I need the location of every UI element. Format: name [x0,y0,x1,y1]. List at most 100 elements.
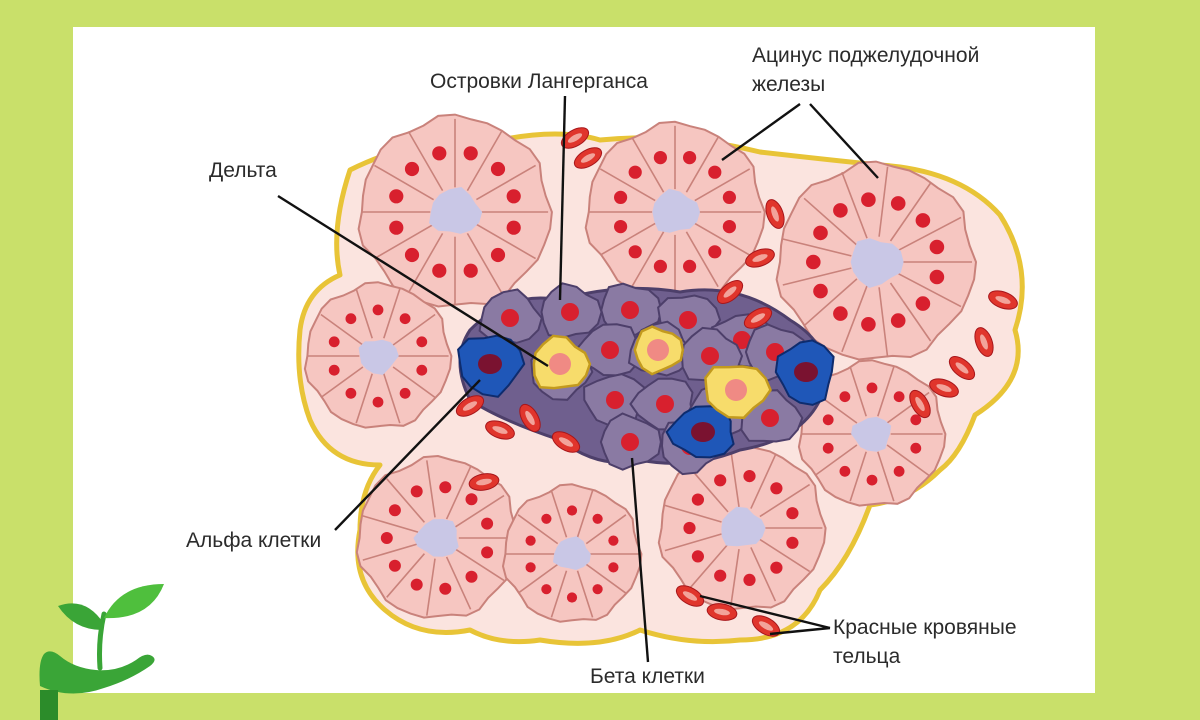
alpha-cell-nucleus [794,362,818,382]
acinar-cell-border [688,466,729,513]
beta-cell-nucleus [501,309,519,327]
acinar-nucleus [541,513,552,524]
rbc-center [723,286,737,298]
beta-cell-nucleus [761,409,779,427]
rbc-center [492,426,508,434]
acinar-cell-border [392,366,436,399]
acinar-nucleus [463,263,478,278]
acinus-lumen [413,519,459,557]
rbc-center [750,313,766,323]
beta-cell-nucleus [701,347,719,365]
acinar-cell-border [445,466,472,520]
rbc-center [980,334,988,350]
red-blood-cell [929,378,959,398]
delta-cell-nucleus [725,379,747,401]
acinar-nucleus [399,387,411,399]
rbc-center [758,621,774,631]
acinar-nucleus [691,550,705,563]
beta-cell-nucleus [621,301,639,319]
leader-beta [630,457,650,663]
beta-cell-nucleus [561,303,579,321]
logo-leaf-left [58,603,104,630]
acinar-nucleus [432,146,447,161]
red-blood-cell [485,420,515,440]
acinar-cell-border [355,288,373,339]
label-acinus-line1: Ацинус поджелудочной [752,44,979,67]
delta-cell [633,325,685,376]
acinar-cell-border [849,366,867,417]
acinar-cell-border [782,238,852,257]
acinar-nucleus [628,165,642,179]
acinar-cell-border [466,232,503,294]
acinar-cell-border [517,514,559,545]
acinar-nucleus [770,561,783,574]
acinar-cell-border [362,543,419,561]
acinar-nucleus [915,213,931,228]
acinar-nucleus [592,584,603,595]
acinar-nucleus [910,414,922,426]
acinar-nucleus [861,192,876,207]
rbc-center [955,362,969,374]
acinar-cell-border [320,313,364,346]
acinar-cell-border [685,231,719,288]
label-delta: Дельта [209,159,277,182]
acinar-cell-border [841,285,868,353]
acinar-nucleus [683,151,697,165]
label-beta: Бета клетки [590,665,705,688]
acinar-nucleus [708,165,722,179]
red-blood-cell [948,356,976,380]
acinar-cell-border [886,444,930,477]
label-acinus-line2: железы [752,73,825,96]
red-blood-cell [745,248,775,268]
acinar-cell-border [362,515,419,533]
red-blood-cell [716,280,744,304]
beta-cell-nucleus [656,395,674,413]
rbc-center [580,153,596,163]
acinar-nucleus [328,364,340,376]
acinar-cell-border [759,483,811,518]
acinar-nucleus [372,304,384,316]
acinar-nucleus [691,493,705,506]
acinar-nucleus [683,521,696,535]
acinar-cell-border [729,548,740,608]
acinar-cell-border [517,563,559,594]
alpha-cell-nucleus [691,422,715,442]
acinar-nucleus [506,220,521,235]
beta-cell [540,282,603,339]
acinar-cell-border [877,366,895,417]
acinar-nucleus [389,189,404,204]
leader-lines [277,95,879,663]
red-blood-cell [765,199,785,229]
rbc-center [558,437,574,447]
acinar-nucleus [653,259,668,273]
acinus-4 [303,281,453,429]
alpha-cell [774,339,835,406]
red-blood-cell [519,403,541,433]
red-blood-cell [988,290,1018,310]
acinar-cell-border [841,171,868,239]
acinar-cell-border [599,222,656,256]
red-blood-cell [573,147,603,169]
leader-delta [277,194,549,368]
acinar-nucleus [566,505,578,516]
acinar-nucleus [608,562,619,573]
acinar-nucleus [893,391,905,403]
red-blood-cell [706,603,738,621]
acinus-6 [355,454,521,619]
acinar-nucleus [525,535,536,546]
acinar-nucleus [481,546,494,559]
acinar-nucleus [388,504,401,517]
acinar-nucleus [608,535,619,546]
acinar-cell-border [889,282,932,342]
red-blood-cell [675,585,705,607]
acinar-nucleus [490,161,506,177]
acinar-nucleus [866,474,878,486]
acinus-2 [584,120,766,301]
acinar-nucleus [328,336,340,348]
label-alpha: Альфа клетки [186,529,321,552]
red-blood-cell [455,395,485,417]
acinar-nucleus [714,474,727,487]
red-blood-cell [751,615,781,637]
acinar-nucleus [722,190,737,204]
